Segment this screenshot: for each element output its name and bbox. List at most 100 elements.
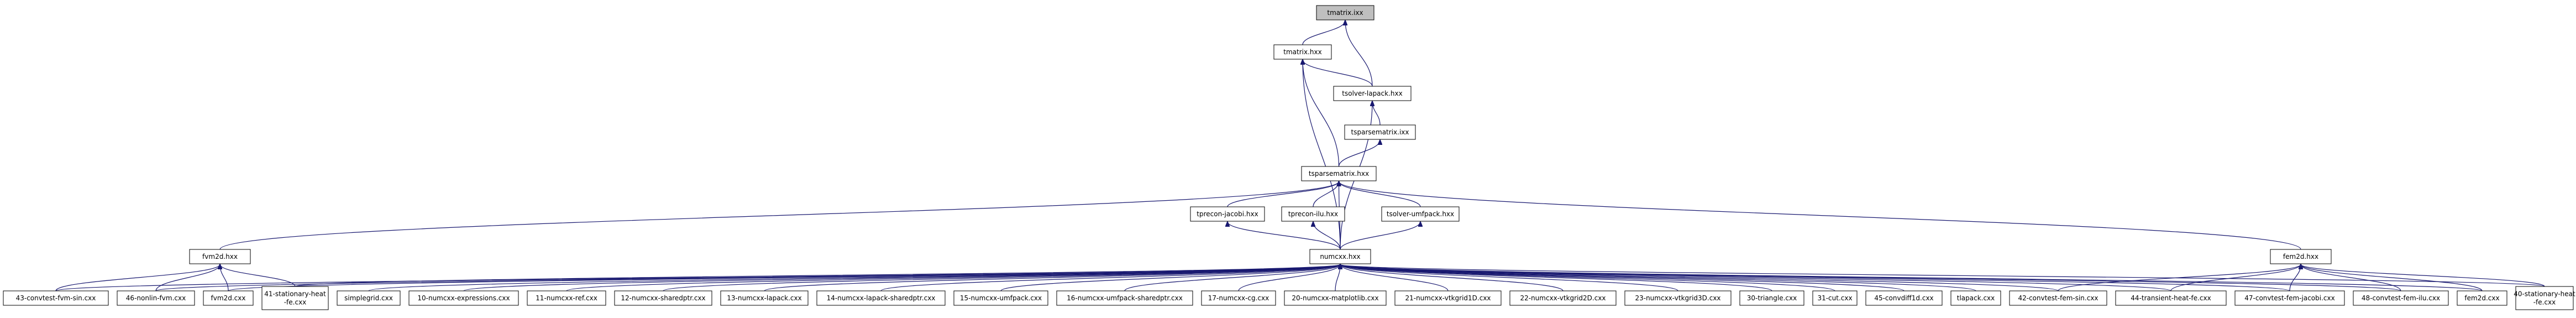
node-label-tprecon-ilu: tprecon-ilu.hxx	[1288, 210, 1338, 218]
node-label-n46: 46-nonlin-fvm.cxx	[126, 294, 186, 302]
node-box-n40	[2515, 286, 2574, 310]
node-label-tmatrix-hxx: tmatrix.hxx	[1283, 48, 1321, 56]
edge-tsolver-lapack-to-tmatrix-ixx	[1345, 20, 1373, 87]
node-n44[interactable]: 44-transient-heat-fe.cxx	[2115, 290, 2227, 306]
node-box-n30	[1739, 290, 1804, 306]
node-n31[interactable]: 31-cut.cxx	[1812, 290, 1858, 306]
node-n43[interactable]: 43-convtest-fvm-sin.cxx	[3, 290, 109, 306]
node-n45[interactable]: 45-convdiff1d.cxx	[1865, 290, 1943, 306]
edge-numcxx-hxx-to-tprecon-jacobi	[1227, 222, 1341, 250]
node-label-numcxx-hxx: numcxx.hxx	[1320, 253, 1360, 260]
node-n14[interactable]: 14-numcxx-lapack-sharedptr.cxx	[816, 290, 946, 306]
node-n22[interactable]: 22-numcxx-vtkgrid2D.cxx	[1509, 290, 1617, 306]
edge-n16-to-numcxx-hxx	[1124, 264, 1340, 291]
node-fvm2d-cxx[interactable]: fvm2d.cxx	[203, 290, 254, 306]
node-n12[interactable]: 12-numcxx-sharedptr.cxx	[614, 290, 712, 306]
node-label-tsparsematrix-hxx: tsparsematrix.hxx	[1309, 170, 1369, 178]
node-box-fem2d-cxx	[2457, 290, 2507, 306]
node-box-simplegrid	[337, 290, 401, 306]
edge-n40-to-numcxx-hxx	[1340, 264, 2545, 287]
node-label-n30: 30-triangle.cxx	[1747, 294, 1797, 302]
node-box-n46	[117, 290, 195, 306]
edge-n44-to-fem2d-hxx	[2170, 264, 2301, 291]
node-box-n10	[408, 290, 519, 306]
edge-fvm2d-hxx-to-tsparsematrix-hxx	[219, 181, 1339, 250]
node-label-n14: 14-numcxx-lapack-sharedptr.cxx	[827, 294, 936, 302]
node-simplegrid[interactable]: simplegrid.cxx	[337, 290, 401, 306]
node-tmatrix-hxx[interactable]: tmatrix.hxx	[1273, 44, 1332, 60]
node-tprecon-ilu[interactable]: tprecon-ilu.hxx	[1281, 206, 1345, 222]
node-n15[interactable]: 15-numcxx-umfpack.cxx	[953, 290, 1048, 306]
node-n16[interactable]: 16-numcxx-umfpack-sharedptr.cxx	[1056, 290, 1193, 306]
edge-n30-to-numcxx-hxx	[1340, 264, 1772, 291]
node-n41[interactable]: 41-stationary-heat-fe.cxx	[261, 286, 329, 310]
node-box-n15	[953, 290, 1048, 306]
node-tsparsematrix-hxx[interactable]: tsparsematrix.hxx	[1301, 166, 1377, 181]
node-fem2d-hxx[interactable]: fem2d.hxx	[2270, 249, 2332, 264]
node-box-n31	[1812, 290, 1858, 306]
node-box-tsolver-lapack	[1333, 86, 1412, 101]
edge-n42-to-numcxx-hxx	[1340, 264, 2059, 291]
node-label-fem2d-cxx: fem2d.cxx	[2464, 294, 2499, 302]
node-tmatrix-ixx[interactable]: tmatrix.ixx	[1316, 5, 1374, 20]
node-label-tsolver-umfpack: tsolver-umfpack.hxx	[1387, 210, 1454, 218]
node-n47[interactable]: 47-convtest-fem-jacobi.cxx	[2234, 290, 2345, 306]
node-n48[interactable]: 48-convtest-fem-ilu.cxx	[2353, 290, 2449, 306]
edge-n46-to-fvm2d-hxx	[155, 264, 220, 291]
node-label-tsolver-lapack: tsolver-lapack.hxx	[1342, 90, 1402, 97]
node-n20[interactable]: 20-numcxx-matplotlib.cxx	[1284, 290, 1387, 306]
node-fvm2d-hxx[interactable]: fvm2d.hxx	[189, 249, 251, 264]
node-n13[interactable]: 13-numcxx-lapack.cxx	[720, 290, 809, 306]
node-label-n22: 22-numcxx-vtkgrid2D.cxx	[1520, 294, 1606, 302]
node-n10[interactable]: 10-numcxx-expressions.cxx	[408, 290, 519, 306]
node-box-n13	[720, 290, 809, 306]
edge-fem2d-cxx-to-fem2d-hxx	[2301, 264, 2483, 291]
node-label-n12: 12-numcxx-sharedptr.cxx	[621, 294, 705, 302]
node-n42[interactable]: 42-convtest-fem-sin.cxx	[2009, 290, 2107, 306]
node-tsolver-umfpack[interactable]: tsolver-umfpack.hxx	[1381, 206, 1460, 222]
node-tprecon-jacobi[interactable]: tprecon-jacobi.hxx	[1190, 206, 1265, 222]
node-label-n20: 20-numcxx-matplotlib.cxx	[1292, 294, 1378, 302]
node-label-n17: 17-numcxx-cg.cxx	[1208, 294, 1269, 302]
node-label-n45: 45-convdiff1d.cxx	[1874, 294, 1933, 302]
node-tsolver-lapack[interactable]: tsolver-lapack.hxx	[1333, 86, 1412, 101]
node-box-n16	[1056, 290, 1193, 306]
node-label-fvm2d-cxx: fvm2d.cxx	[211, 294, 246, 302]
node-box-n41	[261, 286, 329, 310]
node-n30[interactable]: 30-triangle.cxx	[1739, 290, 1804, 306]
edges-layer	[55, 20, 2545, 291]
edge-n43-to-fvm2d-hxx	[55, 264, 220, 291]
node-box-tprecon-ilu	[1281, 206, 1345, 222]
edge-fvm2d-cxx-to-numcxx-hxx	[228, 264, 1340, 291]
edge-n12-to-numcxx-hxx	[663, 264, 1340, 291]
edge-n22-to-numcxx-hxx	[1340, 264, 1564, 291]
node-tlapack[interactable]: tlapack.cxx	[1950, 290, 2001, 306]
edge-n15-to-numcxx-hxx	[1000, 264, 1340, 291]
node-n21[interactable]: 21-numcxx-vtkgrid1D.cxx	[1394, 290, 1502, 306]
node-box-n12	[614, 290, 712, 306]
edge-n21-to-numcxx-hxx	[1340, 264, 1449, 291]
node-n11[interactable]: 11-numcxx-ref.cxx	[527, 290, 606, 306]
edge-n40-to-fem2d-hxx	[2301, 264, 2545, 287]
node-box-fem2d-hxx	[2270, 249, 2332, 264]
node-n46[interactable]: 46-nonlin-fvm.cxx	[117, 290, 195, 306]
node-box-n42	[2009, 290, 2107, 306]
edge-tsparsematrix-ixx-to-tsolver-lapack	[1372, 101, 1381, 126]
node-box-fvm2d-cxx	[203, 290, 254, 306]
node-box-n21	[1394, 290, 1502, 306]
node-n17[interactable]: 17-numcxx-cg.cxx	[1201, 290, 1276, 306]
node-label-n42: 42-convtest-fem-sin.cxx	[2018, 294, 2098, 302]
edge-tsolver-umfpack-to-tsparsematrix-hxx	[1339, 181, 1421, 207]
edge-tprecon-jacobi-to-tsparsematrix-hxx	[1227, 181, 1339, 207]
node-n40[interactable]: 40-stationary-heat-fe.cxx	[2514, 286, 2575, 310]
node-numcxx-hxx[interactable]: numcxx.hxx	[1309, 249, 1371, 264]
node-label-n21: 21-numcxx-vtkgrid1D.cxx	[1405, 294, 1491, 302]
node-n23[interactable]: 23-numcxx-vtkgrid3D.cxx	[1624, 290, 1732, 306]
node-label-n40: 40-stationary-heat	[2514, 290, 2575, 298]
node-fem2d-cxx[interactable]: fem2d.cxx	[2457, 290, 2507, 306]
edge-tlapack-to-numcxx-hxx	[1340, 264, 1976, 291]
node-tsparsematrix-ixx[interactable]: tsparsematrix.ixx	[1344, 124, 1416, 140]
edge-simplegrid-to-numcxx-hxx	[368, 264, 1340, 291]
edge-n41-to-numcxx-hxx	[295, 264, 1340, 287]
